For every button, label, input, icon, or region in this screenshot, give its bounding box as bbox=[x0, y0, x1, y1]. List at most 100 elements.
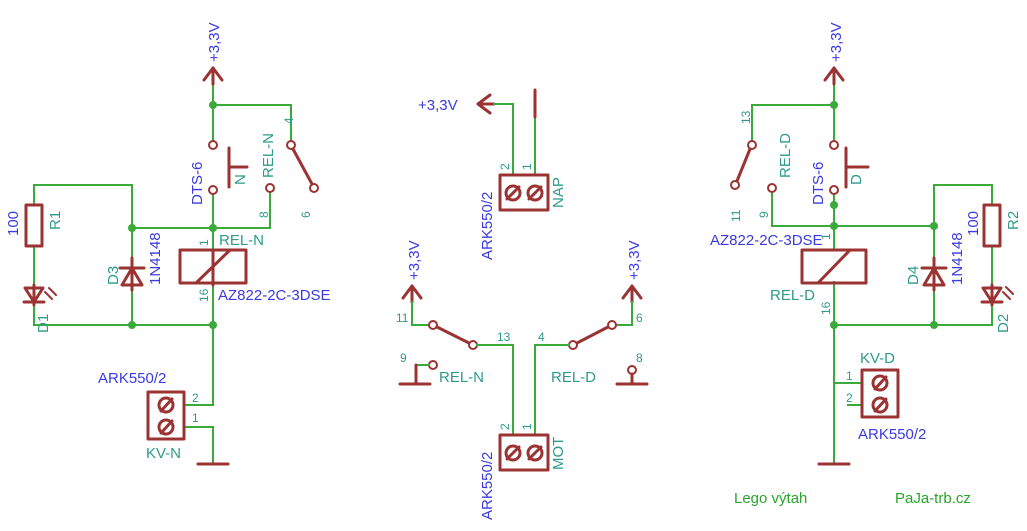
left-supply-arrow-icon bbox=[202, 66, 224, 86]
right-pushbutton-symbol bbox=[829, 140, 870, 195]
middle-right-pin-nc: 8 bbox=[636, 351, 643, 365]
left-supply-label: +3,3V bbox=[206, 22, 223, 62]
left-junction-dot bbox=[209, 321, 217, 329]
middle-right-pin-common: 4 bbox=[538, 330, 545, 344]
right-switch-name: DTS-6 bbox=[810, 162, 827, 205]
middle-nap-name: ARK550/2 bbox=[479, 192, 496, 260]
right-coil-pin-top: 1 bbox=[819, 233, 833, 240]
right-switch-value: D bbox=[848, 174, 865, 185]
middle-reld-label: REL-D bbox=[551, 369, 596, 386]
left-diode-name: D3 bbox=[105, 266, 122, 285]
right-junction-dot bbox=[830, 321, 838, 329]
left-connector-symbol bbox=[146, 390, 186, 441]
right-supply-label: +3,3V bbox=[828, 22, 845, 62]
middle-left-pin-no: 11 bbox=[396, 311, 409, 325]
right-junction-dot bbox=[930, 222, 938, 230]
middle-nap-pin-b: 1 bbox=[520, 163, 534, 170]
right-led-symbol bbox=[980, 283, 1014, 307]
left-contact-pin-common: 4 bbox=[282, 117, 296, 124]
middle-reld-contact-symbol bbox=[568, 320, 637, 375]
left-diode-symbol bbox=[118, 256, 146, 292]
left-resistor-symbol bbox=[24, 203, 44, 248]
left-junction-dot bbox=[209, 224, 217, 232]
right-relay-contact-symbol bbox=[730, 140, 777, 193]
middle-nap-pin-a: 2 bbox=[498, 163, 512, 170]
middle-mot-pin-a: 2 bbox=[498, 423, 512, 430]
middle-power-supply-label: +3,3V bbox=[418, 97, 458, 114]
left-led-name: D1 bbox=[35, 314, 52, 333]
middle-right-pin-no: 6 bbox=[636, 311, 643, 325]
middle-supply-left-arrow-icon bbox=[401, 284, 423, 304]
left-relay-contact-label: REL-N bbox=[260, 133, 277, 178]
left-diode-value: 1N4148 bbox=[147, 232, 164, 285]
left-resistor-value: 100 bbox=[5, 211, 22, 236]
left-resistor-name: R1 bbox=[47, 211, 64, 230]
middle-reln-label: REL-N bbox=[439, 369, 484, 386]
middle-mot-name: ARK550/2 bbox=[479, 452, 496, 520]
middle-supply-right-arrow-icon bbox=[621, 284, 643, 304]
right-junction-dot bbox=[830, 101, 838, 109]
middle-motor-connector-symbol bbox=[498, 433, 550, 472]
middle-supply-right-label: +3,3V bbox=[626, 240, 643, 280]
footer-author: PaJa-trb.cz bbox=[895, 490, 971, 507]
right-contact-pin-nc: 11 bbox=[729, 209, 743, 222]
right-relay-name: AZ822-2C-3DSE bbox=[710, 232, 823, 249]
right-relay-contact-label: REL-D bbox=[777, 133, 794, 178]
right-supply-arrow-icon bbox=[823, 66, 845, 86]
middle-left-pin-nc: 9 bbox=[400, 351, 407, 365]
right-diode-value: 1N4148 bbox=[949, 232, 966, 285]
left-junction-dot bbox=[128, 224, 136, 232]
left-relay-contact-symbol bbox=[265, 140, 319, 193]
right-coil-label: REL-D bbox=[770, 287, 815, 304]
right-resistor-symbol bbox=[982, 203, 1002, 248]
left-junction-dot bbox=[209, 101, 217, 109]
left-coil-pin-bottom: 16 bbox=[197, 288, 211, 302]
middle-mot-value: MOT bbox=[550, 437, 567, 470]
right-wires bbox=[751, 81, 993, 463]
right-junction-dot bbox=[830, 201, 838, 209]
left-circuit: +3,3V DTS-6 N REL-N 4 8 6 1 REL-N 16 bbox=[5, 22, 331, 466]
left-pushbutton-symbol bbox=[208, 140, 249, 195]
left-connector-pin-a: 2 bbox=[192, 391, 199, 405]
left-contact-pin-nc: 8 bbox=[257, 211, 271, 218]
middle-supply-left-label: +3,3V bbox=[406, 240, 423, 280]
middle-nap-value: NAP bbox=[550, 177, 567, 208]
right-connector-pin-a: 1 bbox=[846, 369, 853, 383]
right-diode-symbol bbox=[920, 256, 948, 292]
left-coil-label: REL-N bbox=[219, 232, 264, 249]
middle-mot-pin-b: 1 bbox=[520, 423, 534, 430]
left-connector-value: KV-N bbox=[146, 445, 181, 462]
left-led-symbol bbox=[22, 283, 57, 307]
right-contact-pin-common: 13 bbox=[739, 110, 753, 124]
right-circuit: +3,3V DTS-6 D REL-D 13 11 9 AZ822-2C-3DS… bbox=[710, 22, 1022, 466]
right-led-name: D2 bbox=[995, 314, 1012, 333]
right-resistor-name: R2 bbox=[1005, 211, 1022, 230]
right-connector-pin-b: 2 bbox=[846, 391, 853, 405]
right-resistor-value: 100 bbox=[965, 211, 982, 236]
right-connector-name: ARK550/2 bbox=[858, 426, 926, 443]
right-diode-name: D4 bbox=[905, 266, 922, 285]
left-relay-coil-symbol bbox=[178, 248, 248, 287]
left-contact-pin-no: 6 bbox=[299, 211, 313, 218]
right-contact-pin-no: 9 bbox=[757, 211, 771, 218]
footer-title: Lego výtah bbox=[734, 490, 807, 507]
right-coil-pin-bottom: 16 bbox=[819, 301, 833, 315]
left-switch-name: DTS-6 bbox=[189, 162, 206, 205]
left-coil-pin-top: 1 bbox=[197, 239, 211, 246]
left-switch-value: N bbox=[232, 174, 249, 185]
left-connector-name: ARK550/2 bbox=[98, 370, 166, 387]
right-junction-dot bbox=[930, 321, 938, 329]
left-wires bbox=[33, 81, 292, 463]
right-connector-value: KV-D bbox=[860, 350, 895, 367]
left-connector-pin-b: 1 bbox=[192, 411, 199, 425]
middle-left-pin-common: 13 bbox=[497, 330, 511, 344]
middle-power-connector-symbol bbox=[498, 173, 550, 212]
middle-circuit: +3,3V 2 1 ARK550/2 NAP +3,3V 11 bbox=[396, 88, 649, 520]
right-junction-dot bbox=[830, 222, 838, 230]
right-connector-symbol bbox=[860, 368, 900, 419]
right-relay-coil-symbol bbox=[800, 248, 868, 285]
left-relay-name: AZ822-2C-3DSE bbox=[218, 287, 331, 304]
middle-power-supply-arrow-icon bbox=[476, 93, 496, 115]
